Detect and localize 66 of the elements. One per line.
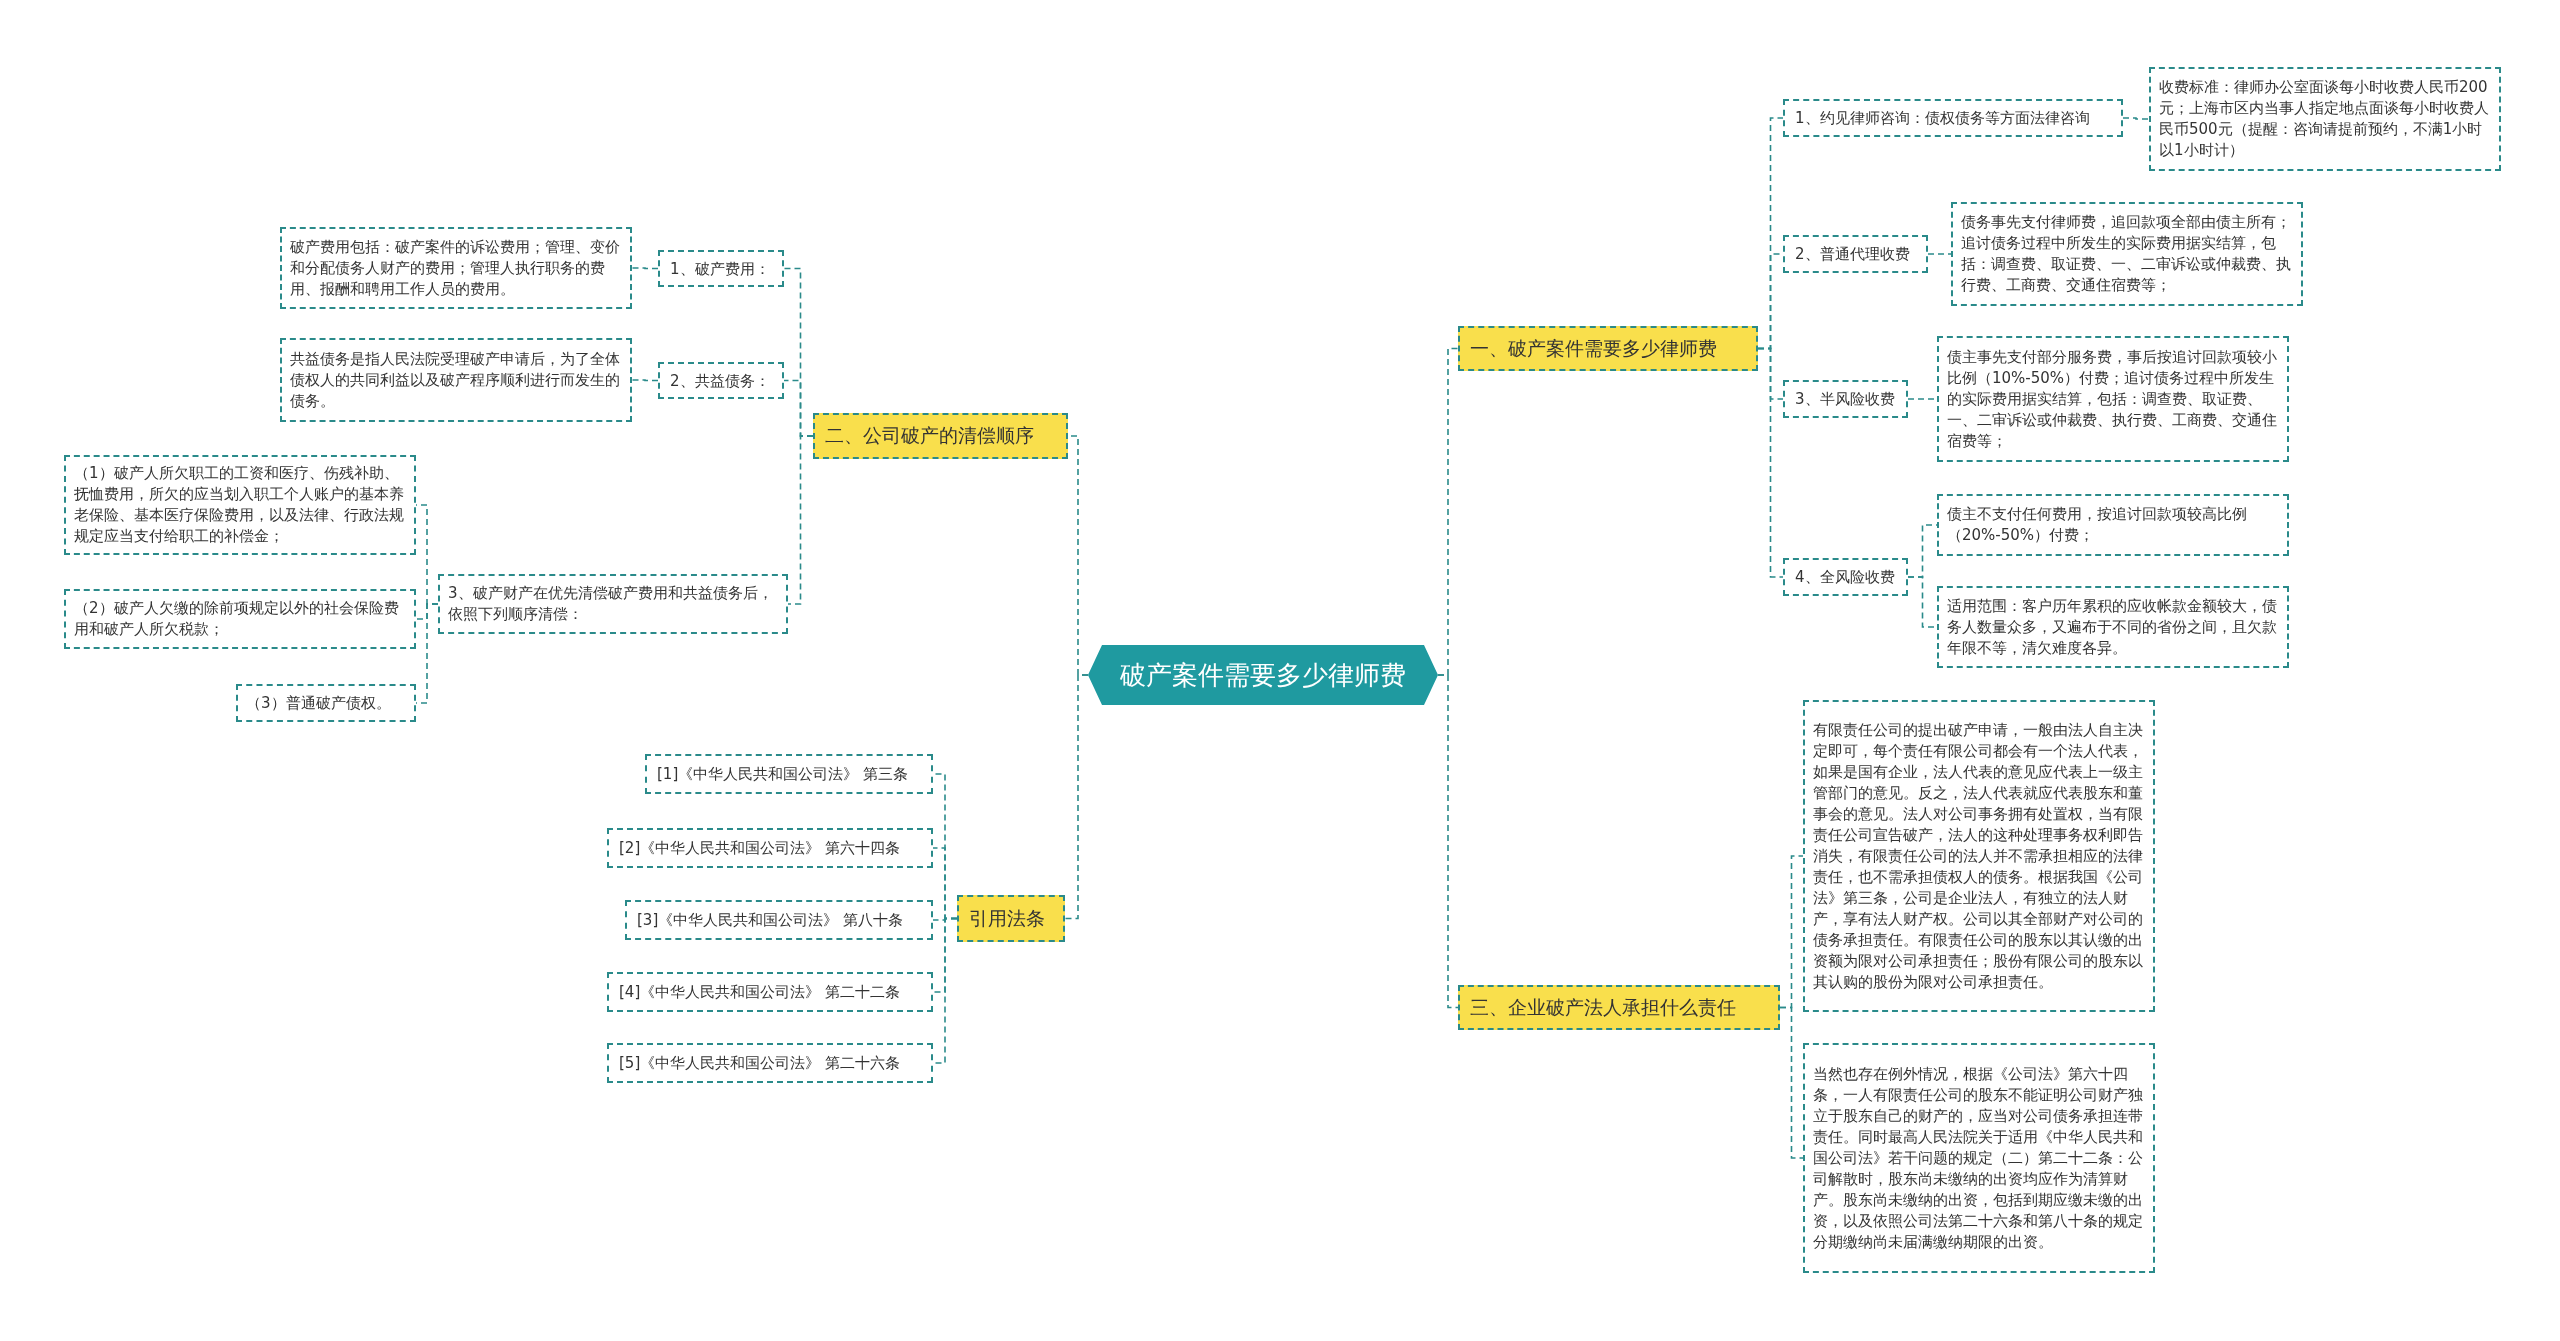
topic-text: （2）破产人欠缴的除前项规定以外的社会保险费用和破产人所欠税款； <box>74 598 400 640</box>
connector-line <box>1927 253 1952 255</box>
topic-text: 债主不支付任何费用，按追讨回款项较高比例（20%-50%）付费； <box>1947 504 2248 546</box>
topic-text: 适用范围：客户历年累积的应收帐款金额较大，债务人数量众多，又遍布于不同的省份之间，且欠款年限不等，清欠难度各异。 <box>1947 595 2278 659</box>
topic-text: 三、企业破产法人承担什么责任 <box>1470 994 1736 1020</box>
topic-text: 1、约见律师咨询：债权债务等方面法律咨询 <box>1795 108 2090 128</box>
branch-topic <box>1458 985 1780 1030</box>
topic-text: [5]《中华人民共和国公司法》 第二十六条 <box>619 1053 900 1073</box>
subtopic-box <box>658 362 784 399</box>
topic-text: 二、公司破产的清偿顺序 <box>825 423 1034 448</box>
note-box <box>1951 202 2303 306</box>
note-box <box>1937 336 2289 462</box>
subtopic-box <box>625 900 933 940</box>
topic-text: 引用法条 <box>969 905 1045 931</box>
branch-topic <box>813 413 1068 459</box>
note-box <box>1937 494 2289 556</box>
subtopic-box <box>1783 380 1908 418</box>
note-box <box>438 574 788 634</box>
note-box <box>1937 586 2289 668</box>
topic-text: 有限责任公司的提出破产申请，一般由法人自主决定即可，每个责任有限公司都会有一个法人代表，如果是国有企业，法人代表的意见应代表上一级主管部门的意见。反之，法人代表就应代表股东和董事会的意见。法人对公司事务拥有处置权，当有限责任公司宣告破产，法人的这种处理事务权利即告消失，有限责任公司的法人并不需承担相应的法律责任，也不需承担债权人的债务。根据我国《公司法》第三条，公司是企业法人，有独立的法人财产，享有法人财产权。公司以其全部财产对公司的债务承担责任。有限责任公司的股东以其认缴的出资额为限对公司承担责任；股份有限公司的股东以其认购的股份为限对公司承担责任。 <box>1813 719 2144 993</box>
topic-text: 3、半风险收费 <box>1795 389 1895 409</box>
topic-text: 2、普通代理收费 <box>1795 244 1910 264</box>
topic-text: （3）普通破产债权。 <box>246 692 391 714</box>
note-box <box>64 455 416 555</box>
topic-text: [2]《中华人民共和国公司法》 第六十四条 <box>619 838 900 858</box>
topic-text: [1]《中华人民共和国公司法》 第三条 <box>657 764 908 784</box>
connector-line <box>631 267 659 270</box>
topic-text: 4、全风险收费 <box>1795 567 1895 587</box>
connector-line <box>1064 674 1089 920</box>
topic-text: 收费标准：律师办公室面谈每小时收费人民币200元；上海市区内当事人指定地点面谈每小时收费人民币500元（提醒：咨询请提前预约，不满1小时以1小时计） <box>2159 77 2490 161</box>
topic-text: 一、破产案件需要多少律师费 <box>1470 335 1717 361</box>
branch-topic <box>1458 326 1758 371</box>
connector-line <box>1437 674 1459 1009</box>
subtopic-box <box>645 754 933 794</box>
note-box <box>64 589 416 649</box>
subtopic-box <box>1783 558 1908 596</box>
subtopic-box <box>607 972 933 1012</box>
note-box <box>280 227 632 309</box>
topic-text: 破产费用包括：破产案件的诉讼费用；管理、变价和分配债务人财产的费用；管理人执行职务的费用、报酬和聘用工作人员的费用。 <box>290 236 621 300</box>
topic-text: 债主事先支付部分服务费，事后按追讨回款项较小比例（10%-50%）付费；追讨债务过程中所发生的实际费用据实结算，包括：调查费、取证费、一、二审诉讼或仲裁费、执行费、工商费、交通住宿费等； <box>1947 346 2278 452</box>
topic-text: （1）破产人所欠职工的工资和医疗、伤残补助、抚恤费用，所欠的应当划入职工个人账户的基本养老保险、基本医疗保险费用，以及法律、行政法规规定应当支付给职工的补偿金； <box>74 463 405 547</box>
topic-text: 1、破产费用： <box>670 258 770 279</box>
connector-line <box>631 379 659 382</box>
central-topic-label: 破产案件需要多少律师费 <box>1120 658 1406 692</box>
topic-text: 当然也存在例外情况，根据《公司法》第六十四条，一人有限责任公司的股东不能证明公司财产独立于股东自己的财产的，应当对公司债务承担连带责任。同时最高人民法院关于适用《中华人民共和国公司法》若干问题的规定（二）第二十二条：公司解散时，股东尚未缴纳的出资均应作为清算财产。股东尚未缴纳的出资，包括到期应缴未缴的出资，以及依照公司法第二十六条和第八十条的规定分期缴纳尚未届满缴纳期限的出资。 <box>1813 1063 2144 1253</box>
topic-text: 2、共益债务： <box>670 370 770 391</box>
note-box <box>236 684 416 722</box>
note-box <box>1803 700 2155 1012</box>
connector-line <box>2122 117 2150 120</box>
topic-text: 共益债务是指人民法院受理破产申请后，为了全体债权人的共同利益以及破产程序顺利进行而发生的债务。 <box>290 348 621 412</box>
note-box <box>280 338 632 422</box>
topic-text: 债务事先支付律师费，追回款项全部由债主所有；追讨债务过程中所发生的实际费用据实结算，包括：调查费、取证费、一、二审诉讼或仲裁费、执行费、工商费、交通住宿费等； <box>1961 212 2292 296</box>
subtopic-box <box>658 250 784 287</box>
connector-line <box>1779 1006 1804 1159</box>
note-box <box>1803 1043 2155 1273</box>
topic-text: [4]《中华人民共和国公司法》 第二十二条 <box>619 982 900 1002</box>
subtopic-box <box>1783 99 2123 137</box>
connector-line <box>787 435 814 605</box>
topic-text: 3、破产财产在优先清偿破产费用和共益债务后，依照下列顺序清偿： <box>448 583 774 625</box>
subtopic-box <box>607 828 933 868</box>
subtopic-box <box>1783 235 1928 273</box>
branch-topic <box>957 895 1065 942</box>
topic-text: [3]《中华人民共和国公司法》 第八十条 <box>637 910 903 930</box>
connector-line <box>1757 347 1784 578</box>
subtopic-box <box>607 1043 933 1083</box>
note-box <box>2149 67 2501 171</box>
